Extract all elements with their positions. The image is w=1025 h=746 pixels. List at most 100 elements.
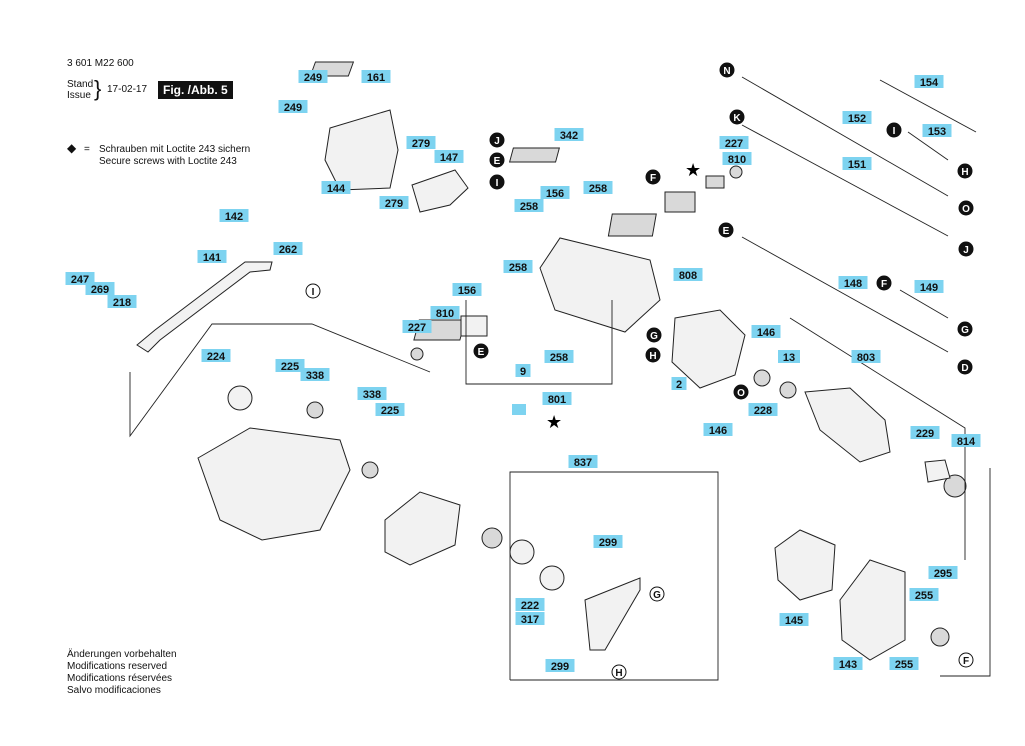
part-label-bg — [914, 75, 944, 88]
part-number-269: 269 — [91, 284, 109, 296]
marker-circle — [473, 343, 489, 359]
part-label-bg — [722, 152, 752, 165]
bracket-837 — [509, 471, 719, 681]
star-symbol-bottom: ★ — [546, 412, 562, 432]
part-label-bg — [434, 150, 464, 163]
marker-g: G — [650, 331, 658, 342]
marker-f: F — [881, 279, 887, 290]
marker-circle — [489, 132, 505, 148]
part-number-810: 810 — [728, 154, 746, 166]
part-label-bg — [85, 282, 115, 295]
bracket-left — [129, 323, 431, 438]
part-label-bg — [375, 403, 405, 416]
part-label-bg — [219, 209, 249, 222]
marker-circle — [733, 384, 749, 400]
part-number-149: 149 — [920, 282, 938, 294]
part-number-255: 255 — [915, 590, 933, 602]
fan-145-drawing — [774, 529, 836, 601]
washer-338-drawing — [306, 401, 324, 419]
part-label-bg — [778, 350, 800, 363]
bearing-814-drawing — [943, 474, 967, 498]
label-342-drawing — [508, 147, 560, 163]
cable-k-j — [741, 124, 949, 237]
cap-227-left-drawing — [410, 347, 424, 361]
part-number-803: 803 — [857, 352, 875, 364]
doc-number: 3 601 M22 600 — [67, 58, 134, 69]
part-label-bg — [540, 186, 570, 199]
legend-line-de: Schrauben mit Loctite 243 sichern — [99, 144, 251, 155]
bracket-801 — [465, 300, 613, 385]
part-number-247: 247 — [71, 274, 89, 286]
part-number-810: 810 — [436, 308, 454, 320]
footer-line-de: Änderungen vorbehalten — [67, 649, 177, 660]
part-number-258: 258 — [589, 183, 607, 195]
bearing-drawing — [481, 527, 503, 549]
footer-line-es: Salvo modificaciones — [67, 685, 161, 696]
part-label-bg — [430, 306, 460, 319]
part-label-bg — [107, 295, 137, 308]
part-label-bg — [909, 588, 939, 601]
housing-808-drawing — [539, 237, 661, 333]
part-label-bg — [300, 368, 330, 381]
part-label-bg — [842, 157, 872, 170]
marker-circle — [958, 200, 974, 216]
brush-holder-drawing — [664, 191, 696, 213]
part-label-bg — [951, 434, 981, 447]
marker-k: K — [733, 113, 741, 124]
part-label-bg — [361, 70, 391, 83]
part-label-bg — [914, 280, 944, 293]
motor-cap-drawing — [324, 109, 399, 191]
marker-circle — [719, 62, 735, 78]
marker-circle — [886, 122, 902, 138]
marker-h: H — [649, 351, 656, 362]
part-number-317: 317 — [521, 614, 539, 626]
part-label-bg — [273, 242, 303, 255]
stator-2-drawing — [671, 309, 746, 389]
part-label-bg — [503, 260, 533, 273]
part-number-161: 161 — [367, 72, 385, 84]
marker-h: H — [961, 167, 968, 178]
part-label-bg — [298, 70, 328, 83]
marker-o: O — [737, 388, 745, 399]
part-number-147: 147 — [440, 152, 458, 164]
part-number-145: 145 — [785, 615, 803, 627]
washer-drawing — [539, 565, 565, 591]
part-label-bg — [197, 250, 227, 263]
marker-circle — [958, 652, 974, 668]
end-shield-143-drawing — [839, 559, 906, 661]
switch-147-drawing — [411, 169, 469, 213]
marker-circle — [957, 359, 973, 375]
marker-e: E — [723, 226, 730, 237]
part-number-299: 299 — [599, 537, 617, 549]
cable-n-o — [741, 76, 949, 197]
armature-803-drawing — [804, 387, 891, 463]
part-label-bg — [751, 325, 781, 338]
marker-circle — [876, 275, 892, 291]
cable-153 — [907, 131, 949, 161]
part-number-338: 338 — [363, 389, 381, 401]
part-number-228: 228 — [754, 405, 772, 417]
cover-plate-drawing — [607, 213, 657, 237]
marker-e: E — [478, 347, 485, 358]
part-number-229: 229 — [916, 428, 934, 440]
part-number-342: 342 — [560, 130, 578, 142]
marker-circle — [645, 169, 661, 185]
marker-g: G — [653, 590, 661, 601]
marker-h: H — [615, 668, 622, 679]
legend-line-en: Secure screws with Loctite 243 — [99, 156, 237, 167]
loctite-symbol: ◆ — [67, 141, 77, 155]
part-number-837: 837 — [574, 457, 592, 469]
part-label-bg — [357, 387, 387, 400]
marker-circle — [729, 109, 745, 125]
marker-j: J — [494, 136, 500, 147]
figure-label: Fig. /Abb. 5 — [158, 81, 233, 99]
part-number-814: 814 — [957, 436, 976, 448]
part-number-148: 148 — [844, 278, 862, 290]
part-number-227: 227 — [725, 138, 743, 150]
part-number-225: 225 — [381, 405, 399, 417]
part-number-299: 299 — [551, 661, 569, 673]
marker-j: J — [963, 245, 969, 256]
